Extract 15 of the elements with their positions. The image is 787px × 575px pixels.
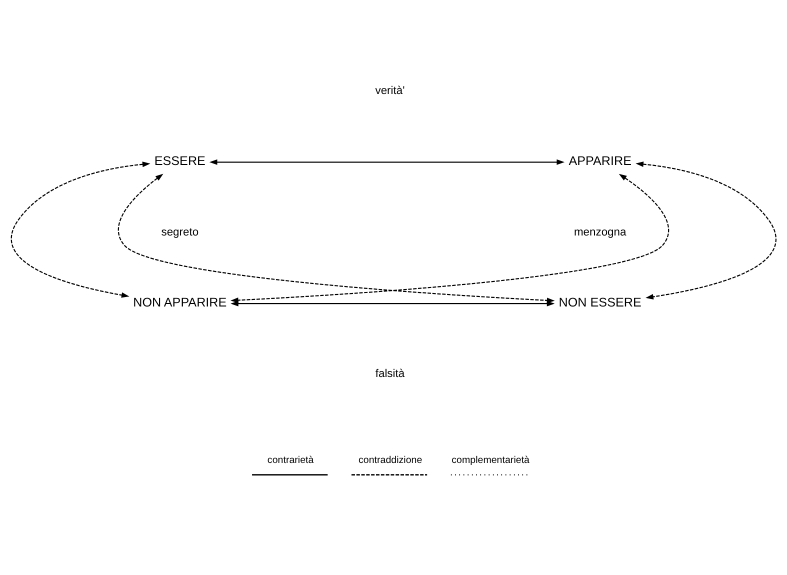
legend-label: complementarietà <box>452 455 530 466</box>
arrow <box>636 161 776 300</box>
legend-label: contrarietà <box>267 455 314 466</box>
arrow <box>11 162 150 298</box>
node-text: ESSERE <box>154 154 206 168</box>
label: menzogna <box>574 226 626 239</box>
arrow <box>230 300 555 306</box>
legend-label: contraddizione <box>358 455 422 466</box>
node-text: NON APPARIRE <box>133 296 227 310</box>
label: falsità <box>375 368 405 380</box>
node-text: NON ESSERE <box>558 296 642 310</box>
label: verità' <box>375 85 405 98</box>
label: segreto <box>161 226 199 239</box>
node-text: APPARIRE <box>568 154 632 168</box>
arrow <box>209 159 565 165</box>
